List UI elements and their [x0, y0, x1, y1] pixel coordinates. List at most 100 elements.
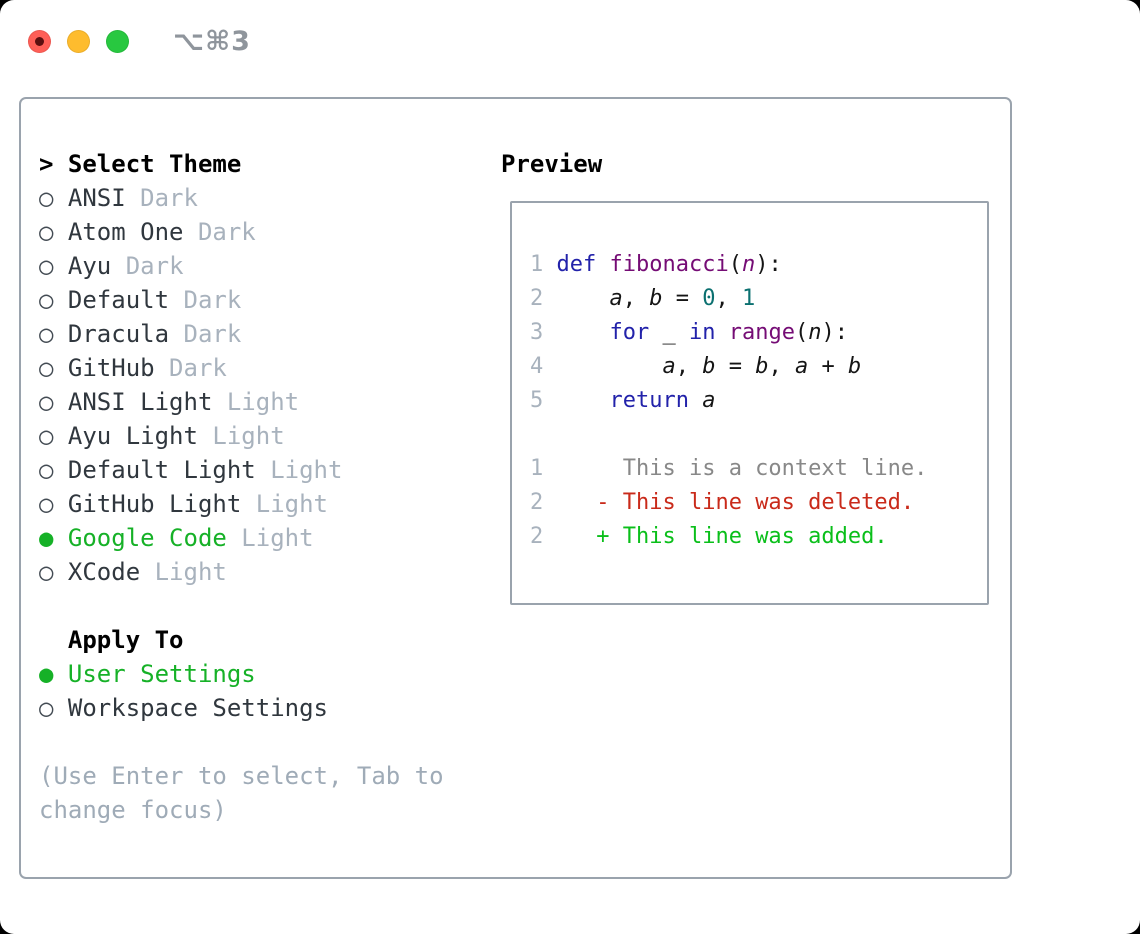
apply-to-option[interactable]: ● User Settings: [39, 657, 444, 691]
radio-icon: ○: [39, 218, 68, 246]
code-token: range: [728, 320, 795, 345]
theme-list: > Select Theme○ ANSI Dark○ Atom One Dark…: [39, 147, 444, 827]
text: [39, 592, 53, 620]
radio-icon: ○: [39, 286, 68, 314]
radio-selected-icon: ●: [39, 524, 68, 552]
code-token: [557, 388, 610, 413]
select-theme-header: > Select Theme: [39, 147, 444, 181]
minimize-button[interactable]: [67, 30, 90, 53]
code-token: - This line was deleted.: [596, 490, 915, 515]
close-button-dot-icon: [35, 37, 44, 46]
code-token: (: [794, 320, 809, 345]
theme-variant: Light: [212, 388, 300, 416]
theme-variant: Light: [241, 490, 328, 518]
theme-option[interactable]: ○ XCode Light: [39, 555, 444, 589]
code-line: 2 + This line was added.: [530, 520, 987, 554]
line-number: 2: [530, 490, 557, 515]
theme-name: Ayu Light: [67, 422, 198, 450]
code-token: b: [755, 354, 769, 379]
code-token: + This line was added.: [596, 524, 888, 549]
theme-variant: Dark: [154, 354, 227, 382]
theme-name: Ayu: [67, 252, 112, 280]
line-number: 1: [530, 456, 557, 481]
theme-option[interactable]: ○ GitHub Light Light: [39, 487, 444, 521]
spacer: [39, 725, 444, 759]
radio-selected-icon: ●: [39, 660, 68, 688]
theme-name: Atom One: [67, 218, 184, 246]
theme-option[interactable]: ○ Atom One Dark: [39, 215, 444, 249]
code-line: 2 a, b = 0, 1: [530, 282, 987, 316]
theme-option[interactable]: ○ Default Dark: [39, 283, 444, 317]
theme-option[interactable]: ○ Ayu Dark: [39, 249, 444, 283]
radio-icon: ○: [39, 354, 68, 382]
code-token: [557, 320, 610, 345]
apply-to-option[interactable]: ○ Workspace Settings: [39, 691, 444, 725]
code-token: in: [688, 320, 716, 345]
line-number: 5: [530, 388, 557, 413]
theme-variant: Light: [197, 422, 285, 450]
code-token: a: [794, 354, 809, 379]
code-line: 1 This is a context line.: [530, 452, 987, 486]
theme-option[interactable]: ○ Ayu Light Light: [39, 419, 444, 453]
theme-name: Default Light: [67, 456, 256, 484]
code-token: a: [662, 354, 676, 379]
apply-to-header-label: Apply To: [67, 626, 184, 654]
theme-variant: Light: [226, 524, 314, 552]
code-token: for: [609, 320, 650, 345]
code-token: 0: [702, 286, 716, 311]
line-number: 2: [530, 524, 557, 549]
apply-to-header: Apply To: [39, 623, 444, 657]
code-token: a: [609, 286, 623, 311]
theme-option[interactable]: ● Google Code Light: [39, 521, 444, 555]
code-line: 1 def fibonacci(n):: [530, 248, 987, 282]
radio-icon: ○: [39, 558, 68, 586]
theme-variant: Dark: [125, 184, 198, 212]
line-number: 3: [530, 320, 557, 345]
code-token: return: [609, 388, 689, 413]
theme-option[interactable]: ○ Dracula Dark: [39, 317, 444, 351]
code-token: ,: [715, 286, 742, 311]
help-line: change focus): [39, 793, 444, 827]
code-token: a: [702, 388, 716, 413]
radio-icon: ○: [39, 252, 68, 280]
theme-variant: Dark: [169, 320, 242, 348]
radio-icon: ○: [39, 422, 68, 450]
radio-icon: ○: [39, 694, 68, 722]
theme-name: ANSI Light: [67, 388, 213, 416]
line-number: 2: [530, 286, 557, 311]
help-text: change focus): [39, 796, 227, 824]
theme-variant: Dark: [111, 252, 184, 280]
theme-option[interactable]: ○ Default Light Light: [39, 453, 444, 487]
radio-icon: ○: [39, 490, 68, 518]
select-theme-header-label: Select Theme: [67, 150, 242, 178]
theme-option[interactable]: ○ ANSI Dark: [39, 181, 444, 215]
radio-icon: ○: [39, 456, 68, 484]
theme-option[interactable]: ○ GitHub Dark: [39, 351, 444, 385]
theme-name: GitHub: [67, 354, 155, 382]
code-token: 1: [741, 286, 756, 311]
text: [530, 422, 543, 447]
code-line: 4 a, b = b, a + b: [530, 350, 987, 384]
code-token: [689, 388, 702, 413]
theme-variant: Light: [255, 456, 343, 484]
theme-name: Default: [67, 286, 170, 314]
focus-caret-icon: >: [39, 150, 68, 178]
maximize-button[interactable]: [106, 30, 129, 53]
theme-variant: Dark: [169, 286, 242, 314]
apply-option-label: User Settings: [67, 660, 256, 688]
window-title: ⌥⌘3: [173, 26, 251, 57]
code-token: n: [808, 320, 822, 345]
text: [39, 626, 68, 654]
radio-icon: ○: [39, 184, 68, 212]
radio-icon: ○: [39, 320, 68, 348]
code-token: b: [847, 354, 862, 379]
code-token: [557, 456, 623, 481]
help-line: (Use Enter to select, Tab to: [39, 759, 444, 793]
line-number: 4: [530, 354, 557, 379]
theme-option[interactable]: ○ ANSI Light Light: [39, 385, 444, 419]
theme-variant: Dark: [183, 218, 256, 246]
theme-name: Google Code: [67, 524, 227, 552]
line-number: 1: [530, 252, 557, 277]
close-button[interactable]: [28, 30, 51, 53]
